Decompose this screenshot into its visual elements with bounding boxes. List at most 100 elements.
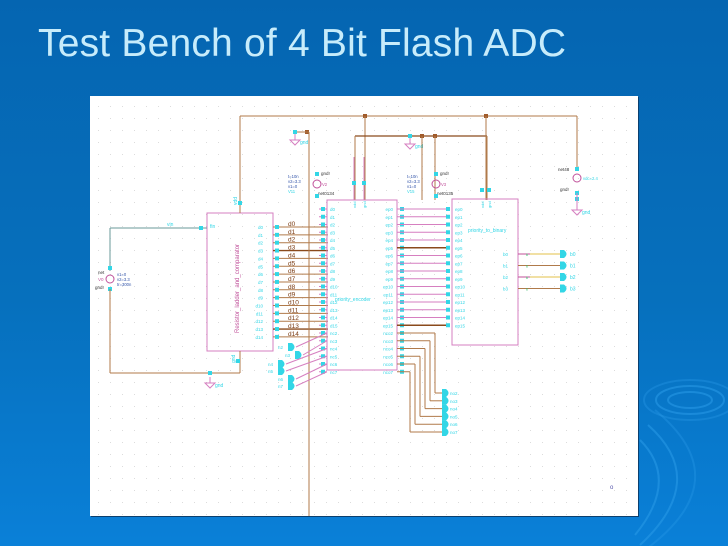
- grid-dot: [458, 190, 459, 191]
- grid-dot: [110, 190, 111, 191]
- grid-dot: [290, 310, 291, 311]
- encoder-input-pin: [321, 346, 325, 351]
- grid-dot: [122, 490, 123, 491]
- grid-dot: [518, 190, 519, 191]
- grid-dot: [470, 430, 471, 431]
- encoder-output-pin-label: ep10: [383, 285, 394, 290]
- grid-dot: [194, 286, 195, 287]
- grid-dot: [254, 142, 255, 143]
- binary-input-pin: [446, 300, 450, 304]
- grid-dot: [326, 358, 327, 359]
- grid-dot: [386, 454, 387, 455]
- grid-dot: [470, 214, 471, 215]
- grid-dot: [374, 154, 375, 155]
- grid-dot: [314, 226, 315, 227]
- nc-input-label: n7: [278, 384, 284, 389]
- grid-dot: [578, 418, 579, 419]
- grid-dot: [422, 274, 423, 275]
- grid-dot: [590, 130, 591, 131]
- binary-output-pin-label: b0: [503, 252, 509, 257]
- grid-dot: [470, 418, 471, 419]
- grid-dot: [398, 430, 399, 431]
- voltage-source-icon: [105, 274, 115, 284]
- grid-dot: [374, 250, 375, 251]
- grid-dot: [506, 310, 507, 311]
- grid-dot: [542, 130, 543, 131]
- grid-dot: [626, 382, 627, 383]
- grid-dot: [458, 202, 459, 203]
- grid-dot: [362, 298, 363, 299]
- grid-dot: [626, 190, 627, 191]
- grid-dot: [218, 334, 219, 335]
- grid-dot: [170, 142, 171, 143]
- grid-dot: [134, 442, 135, 443]
- grid-dot: [326, 454, 327, 455]
- grid-dot: [302, 130, 303, 131]
- grid-dot: [362, 346, 363, 347]
- grid-dot: [506, 358, 507, 359]
- grid-dot: [398, 298, 399, 299]
- grid-dot: [446, 322, 447, 323]
- grid-dot: [98, 214, 99, 215]
- encoder-input-pin: [321, 261, 325, 266]
- grid-dot: [626, 334, 627, 335]
- clock-source-icon: [312, 179, 322, 189]
- grid-dot: [410, 166, 411, 167]
- grid-dot: [470, 274, 471, 275]
- grid-dot: [626, 298, 627, 299]
- grid-dot: [590, 382, 591, 383]
- grid-dot: [506, 286, 507, 287]
- grid-dot: [398, 370, 399, 371]
- grid-dot: [98, 430, 99, 431]
- grid-dot: [266, 130, 267, 131]
- grid-dot: [566, 502, 567, 503]
- grid-dot: [374, 430, 375, 431]
- grid-dot: [626, 262, 627, 263]
- grid-dot: [542, 418, 543, 419]
- grid-dot: [518, 394, 519, 395]
- grid-dot: [122, 322, 123, 323]
- grid-dot: [254, 190, 255, 191]
- grid-dot: [134, 154, 135, 155]
- grid-dot: [266, 166, 267, 167]
- grid-dot: [530, 358, 531, 359]
- grid-dot: [614, 514, 615, 515]
- encoder-input-pin-label: d6: [330, 254, 336, 259]
- grid-dot: [410, 322, 411, 323]
- grid-dot: [434, 430, 435, 431]
- grid-dot: [206, 442, 207, 443]
- grid-dot: [458, 430, 459, 431]
- grid-dot: [146, 154, 147, 155]
- grid-dot: [494, 466, 495, 467]
- grid-dot: [158, 286, 159, 287]
- grid-dot: [530, 418, 531, 419]
- grid-dot: [182, 394, 183, 395]
- grid-dot: [314, 118, 315, 119]
- grid-dot: [446, 298, 447, 299]
- grid-dot: [170, 358, 171, 359]
- grid-dot: [134, 370, 135, 371]
- grid-dot: [302, 394, 303, 395]
- grid-dot: [626, 442, 627, 443]
- grid-dot: [422, 418, 423, 419]
- grid-dot: [158, 490, 159, 491]
- grid-dot: [218, 478, 219, 479]
- grid-dot: [578, 214, 579, 215]
- grid-dot: [398, 214, 399, 215]
- grid-dot: [230, 262, 231, 263]
- grid-dot: [494, 214, 495, 215]
- grid-dot: [470, 490, 471, 491]
- grid-dot: [242, 382, 243, 383]
- grid-dot: [194, 202, 195, 203]
- grid-dot: [398, 238, 399, 239]
- grid-dot: [194, 106, 195, 107]
- grid-dot: [266, 190, 267, 191]
- grid-dot: [158, 418, 159, 419]
- grid-dot: [590, 442, 591, 443]
- grid-dot: [218, 106, 219, 107]
- grid-dot: [602, 286, 603, 287]
- grid-dot: [134, 298, 135, 299]
- grid-dot: [278, 466, 279, 467]
- grid-dot: [530, 370, 531, 371]
- grid-dot: [602, 406, 603, 407]
